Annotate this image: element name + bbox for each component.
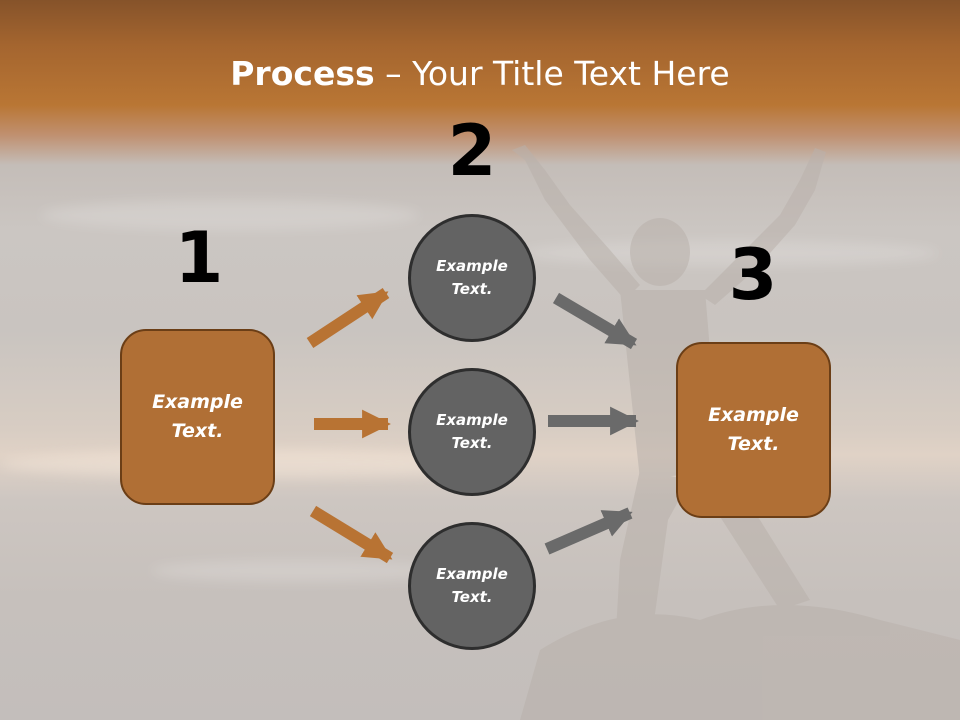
arrow-gray-down <box>552 292 638 350</box>
step-2-circle-middle-text: Example Text. <box>436 411 508 452</box>
step-2-circle-top: Example Text. <box>408 214 536 342</box>
step-3-box-text: Example Text. <box>708 404 799 455</box>
title-rest: – Your Title Text Here <box>374 54 730 93</box>
arrow-gray-up <box>544 507 633 555</box>
step-2-circle-top-text: Example Text. <box>436 257 508 298</box>
arrow-orange-down <box>309 505 394 564</box>
sky-streak <box>40 200 420 230</box>
step-1-box-text: Example Text. <box>152 391 243 442</box>
step-number-3: 3 <box>728 234 778 316</box>
page-title: Process – Your Title Text Here <box>0 52 960 96</box>
step-number-2: 2 <box>447 110 497 192</box>
arrow-orange-up <box>306 287 390 349</box>
title-bold: Process <box>230 54 375 93</box>
step-2-circle-bottom: Example Text. <box>408 522 536 650</box>
step-2-circle-middle: Example Text. <box>408 368 536 496</box>
step-3-box: Example Text. <box>676 342 831 518</box>
step-number-1: 1 <box>174 217 224 299</box>
step-2-circle-bottom-text: Example Text. <box>436 565 508 606</box>
sky-streak <box>150 560 450 582</box>
step-1-box: Example Text. <box>120 329 275 505</box>
